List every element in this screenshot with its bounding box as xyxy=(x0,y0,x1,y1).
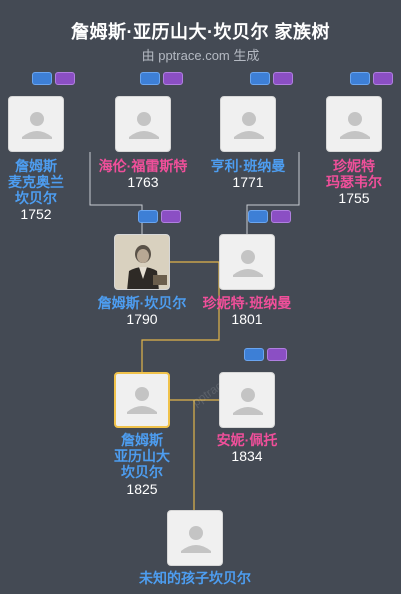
mother-badge-icon[interactable] xyxy=(273,72,293,85)
person-placeholder-icon xyxy=(233,250,263,277)
page-title: 詹姆斯·亚历山大·坎贝尔 家族树 xyxy=(71,22,330,42)
person-name-annie[interactable]: 安妮·佩托 xyxy=(216,432,278,448)
helen-parent-toggle[interactable] xyxy=(140,72,184,86)
father-badge-icon[interactable] xyxy=(350,72,370,85)
janet-b-parent-toggle[interactable] xyxy=(248,210,292,224)
person-name-janet-b[interactable]: 珍妮特·班纳曼 xyxy=(202,295,292,311)
person-name-james-mckeon[interactable]: 詹姆斯 麦克奥兰 坎贝尔 xyxy=(8,158,64,206)
mother-badge-icon[interactable] xyxy=(267,348,287,361)
person-name-james-c[interactable]: 詹姆斯·坎贝尔 xyxy=(97,295,187,311)
avatar-helen[interactable] xyxy=(115,96,171,152)
person-placeholder-icon xyxy=(129,112,159,139)
person-year-henry: 1771 xyxy=(232,174,264,190)
father-badge-icon[interactable] xyxy=(248,210,268,223)
person-name-henry[interactable]: 亨利·班纳曼 xyxy=(210,158,286,174)
avatar-unknown-child[interactable] xyxy=(167,510,223,566)
avatar-james-mckeon[interactable] xyxy=(8,96,64,152)
person-name-james-alexander[interactable]: 詹姆斯 亚历山大 坎贝尔 xyxy=(114,432,170,480)
father-badge-icon[interactable] xyxy=(138,210,158,223)
person-placeholder-icon xyxy=(233,388,263,415)
avatar-henry[interactable] xyxy=(220,96,276,152)
mother-badge-icon[interactable] xyxy=(271,210,291,223)
person-year-james-alexander: 1825 xyxy=(126,481,158,497)
person-placeholder-icon xyxy=(22,112,52,139)
connector-to-selected xyxy=(141,262,220,372)
person-name-helen[interactable]: 海伦·福雷斯特 xyxy=(98,158,188,174)
person-placeholder-icon xyxy=(127,387,157,414)
portrait-photo-icon xyxy=(115,235,169,289)
henry-parent-toggle[interactable] xyxy=(250,72,294,86)
person-placeholder-icon xyxy=(181,526,211,553)
mother-badge-icon[interactable] xyxy=(161,210,181,223)
mother-badge-icon[interactable] xyxy=(163,72,183,85)
avatar-janet-m[interactable] xyxy=(326,96,382,152)
avatar-annie[interactable] xyxy=(219,372,275,428)
avatar-janet-b[interactable] xyxy=(219,234,275,290)
james-mckeon-parent-toggle[interactable] xyxy=(32,72,76,86)
person-year-janet-b: 1801 xyxy=(231,311,263,327)
person-year-janet-m: 1755 xyxy=(338,190,370,206)
avatar-james-alexander-selected[interactable] xyxy=(114,372,170,428)
janet-m-parent-toggle[interactable] xyxy=(350,72,394,86)
person-placeholder-icon xyxy=(234,112,264,139)
person-name-unknown-child[interactable]: 未知的孩子坎贝尔 xyxy=(139,570,251,586)
person-placeholder-icon xyxy=(340,112,370,139)
person-name-janet-m[interactable]: 珍妮特 玛瑟韦尔 xyxy=(326,158,382,190)
connector-right-parents xyxy=(246,152,300,234)
person-year-james-c: 1790 xyxy=(126,311,158,327)
person-year-annie: 1834 xyxy=(231,448,263,464)
james-c-parent-toggle[interactable] xyxy=(138,210,182,224)
mother-badge-icon[interactable] xyxy=(373,72,393,85)
father-badge-icon[interactable] xyxy=(244,348,264,361)
father-badge-icon[interactable] xyxy=(250,72,270,85)
avatar-james-c-portrait[interactable] xyxy=(114,234,170,290)
page-subtitle: 由 pptrace.com 生成 xyxy=(141,48,260,63)
mother-badge-icon[interactable] xyxy=(55,72,75,85)
father-badge-icon[interactable] xyxy=(32,72,52,85)
father-badge-icon[interactable] xyxy=(140,72,160,85)
person-year-helen: 1763 xyxy=(127,174,159,190)
person-year-james-mckeon: 1752 xyxy=(20,206,52,222)
annie-parent-toggle[interactable] xyxy=(244,348,288,362)
